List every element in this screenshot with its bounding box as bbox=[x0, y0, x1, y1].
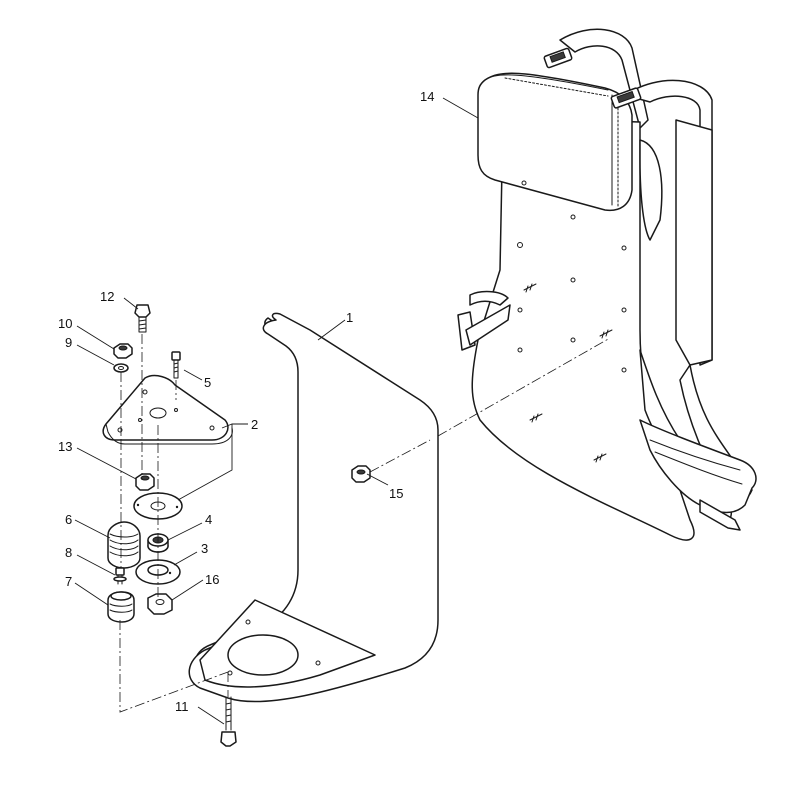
spring-mount-6 bbox=[107, 521, 141, 569]
callout-12: 12 bbox=[100, 289, 114, 304]
bolt-5 bbox=[171, 351, 181, 379]
rubber-mount-7 bbox=[107, 591, 135, 623]
mounting-plate bbox=[102, 374, 233, 445]
center-lines bbox=[119, 334, 611, 713]
screw-8 bbox=[113, 567, 127, 585]
hex-nut-16 bbox=[147, 593, 173, 615]
carrier-frame bbox=[188, 312, 439, 703]
callout-7: 7 bbox=[65, 574, 72, 589]
callout-11: 11 bbox=[175, 699, 189, 714]
bolt-12 bbox=[134, 304, 151, 333]
nut-13 bbox=[135, 473, 155, 491]
callout-labels: 1 2 3 4 5 6 7 8 9 10 11 12 13 14 15 16 bbox=[58, 89, 434, 714]
backpack-harness bbox=[457, 28, 757, 541]
nut-10 bbox=[113, 343, 133, 359]
nut-15 bbox=[351, 465, 371, 483]
callout-8: 8 bbox=[65, 545, 72, 560]
callout-16: 16 bbox=[205, 572, 219, 587]
callout-10: 10 bbox=[58, 316, 72, 331]
callout-9: 9 bbox=[65, 335, 72, 350]
callout-4: 4 bbox=[205, 512, 212, 527]
bolt-11 bbox=[220, 696, 237, 747]
callout-13: 13 bbox=[58, 439, 72, 454]
callout-1: 1 bbox=[346, 310, 353, 325]
callout-6: 6 bbox=[65, 512, 72, 527]
callout-3: 3 bbox=[201, 541, 208, 556]
callout-14: 14 bbox=[420, 89, 434, 104]
callout-5: 5 bbox=[204, 375, 211, 390]
washer-9 bbox=[113, 363, 129, 373]
callout-15: 15 bbox=[389, 486, 403, 501]
leader-lines bbox=[74, 97, 479, 725]
callout-2: 2 bbox=[251, 417, 258, 432]
